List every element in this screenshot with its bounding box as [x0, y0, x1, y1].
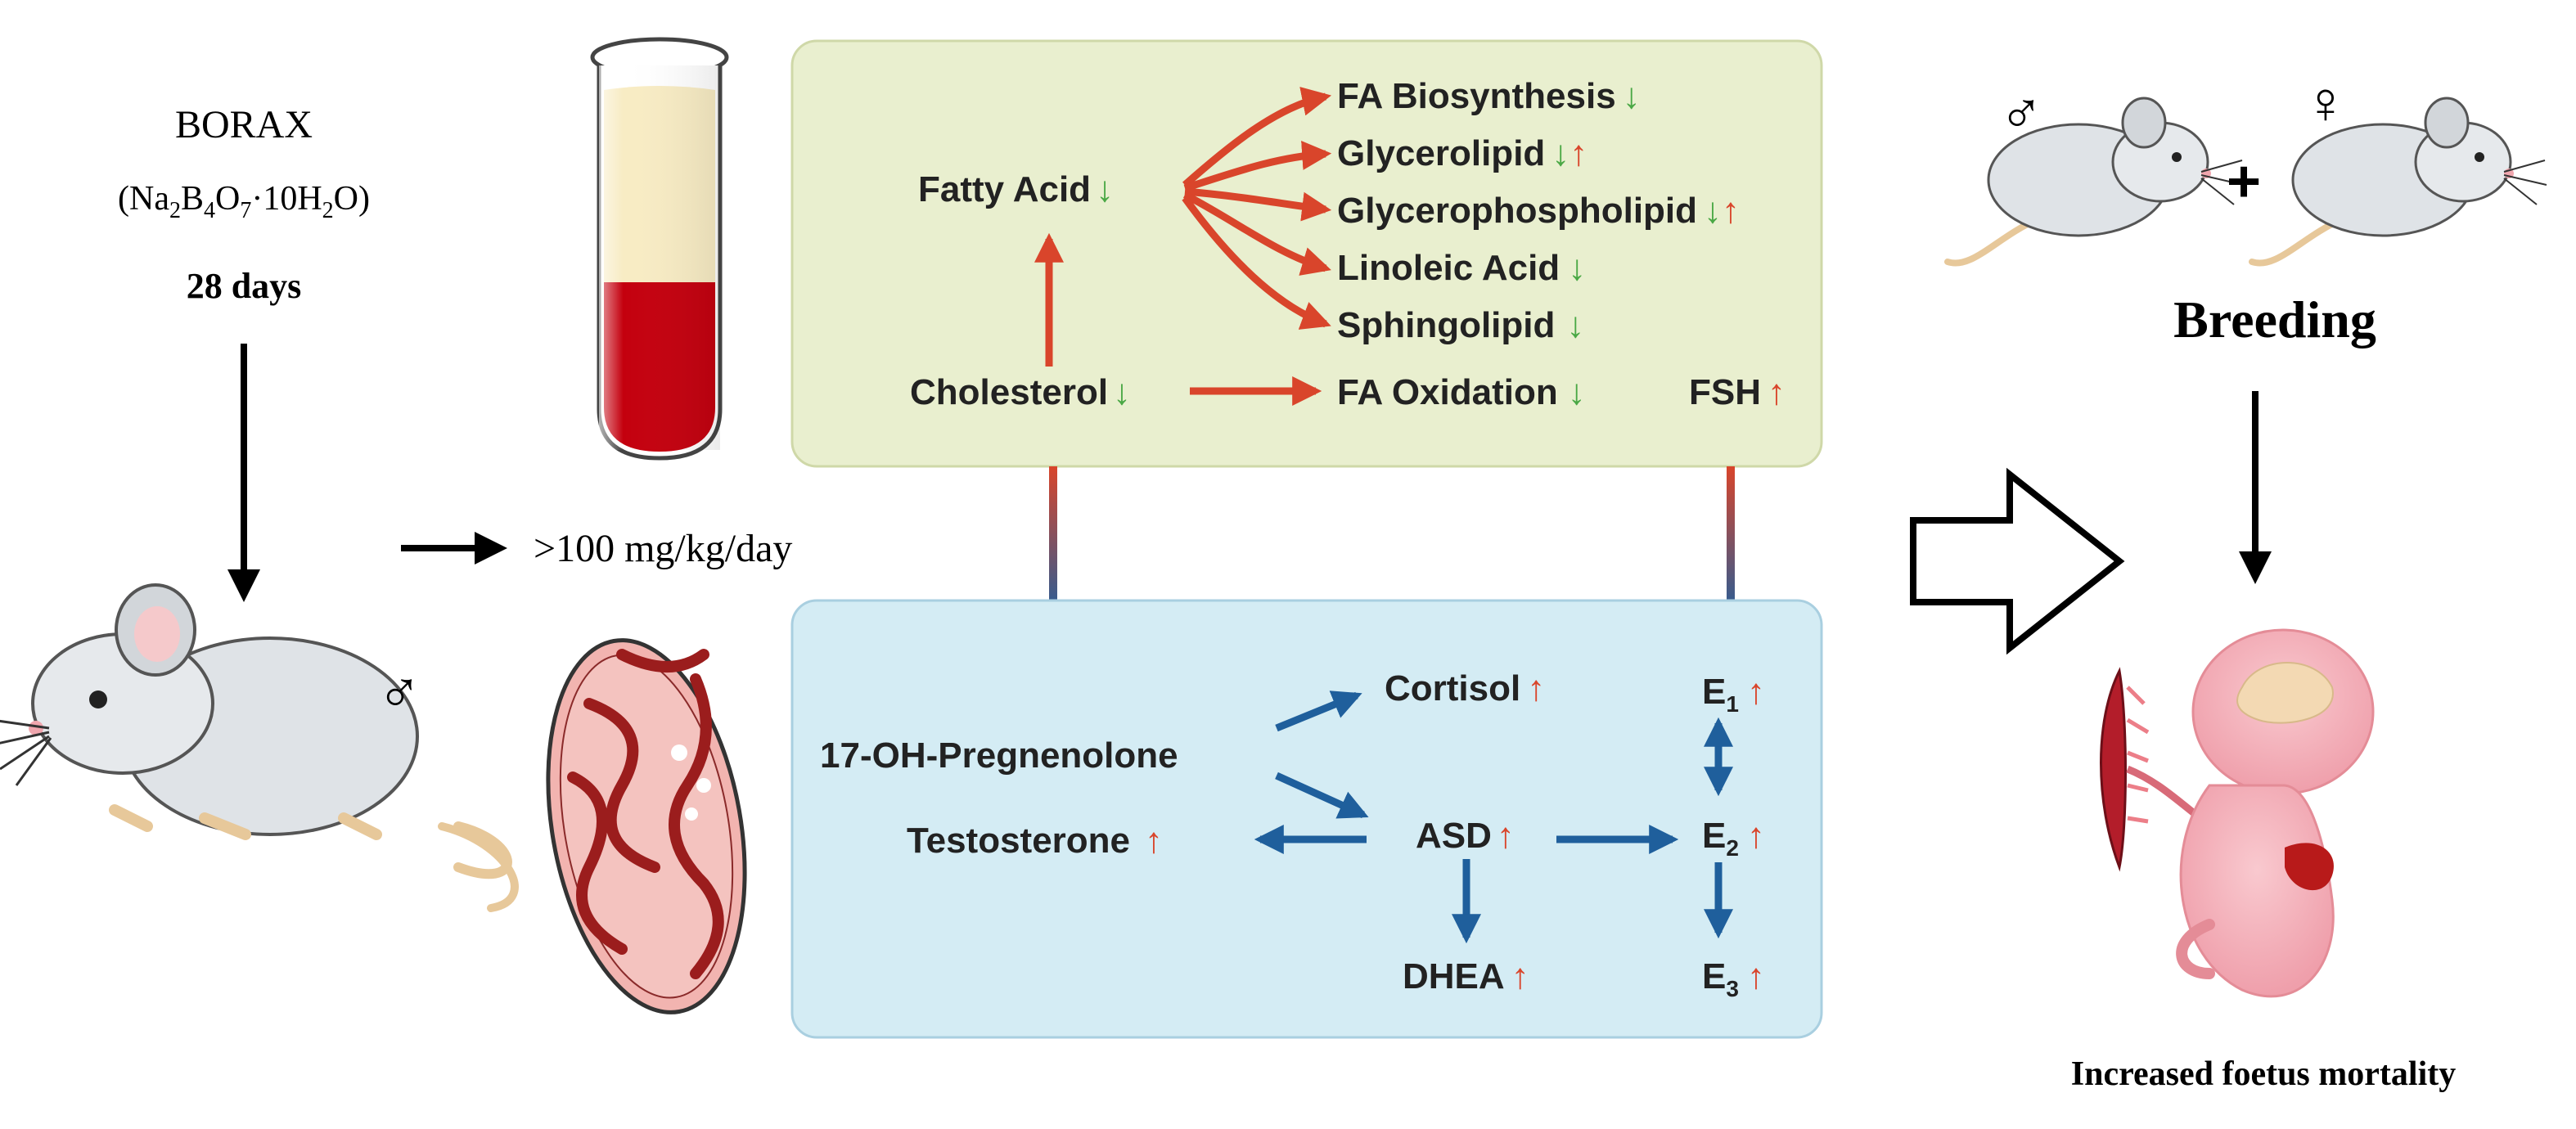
steroid-arrows: [1254, 690, 1733, 944]
node-e2: E2↑: [1702, 816, 1765, 861]
node-e3: E3↑: [1702, 956, 1765, 1001]
node-e1: E1↑: [1702, 672, 1765, 717]
node-fa-oxidation: FA Oxidation↓: [1337, 372, 1586, 412]
hollow-arrow-icon: [1910, 467, 2125, 655]
fan-arrows: [1182, 87, 1332, 330]
treatment-duration: 28 days: [187, 266, 302, 306]
node-17-oh-pregnenolone: 17-OH-Pregnenolone: [820, 735, 1178, 776]
testis-tissue-icon: [546, 638, 747, 1014]
node-linoleic-acid: Linoleic Acid↓: [1337, 248, 1586, 288]
borax-title: BORAX: [175, 103, 313, 146]
steroid-hormone-box: [790, 599, 1823, 1039]
plus-sign: +: [2227, 149, 2261, 214]
node-testosterone: Testosterone↑: [907, 821, 1163, 861]
node-fatty-acid: Fatty Acid↓: [918, 169, 1114, 209]
male-symbol-left: ♂: [377, 658, 421, 723]
fetus-icon: [2100, 628, 2375, 998]
node-glycerolipid: Glycerolipid↓↑: [1337, 133, 1587, 173]
node-fa-biosynthesis: FA Biosynthesis↓: [1337, 76, 1641, 116]
male-symbol-right: ♂: [1999, 79, 2043, 144]
node-dhea: DHEA↑: [1403, 956, 1529, 996]
node-cortisol: Cortisol↑: [1385, 668, 1545, 708]
node-cholesterol: Cholesterol↓: [910, 372, 1131, 412]
borax-formula: (Na2B4O7·10H2O): [118, 180, 370, 223]
node-sphingolipid: Sphingolipid↓: [1337, 305, 1584, 345]
outcome-label: Increased foetus mortality: [2071, 1055, 2456, 1093]
node-glycerophospholipid: Glycerophospholipid↓↑: [1337, 191, 1740, 231]
female-symbol: ♀: [2304, 70, 2348, 136]
breeding-mice-icon: [1944, 97, 2547, 267]
borax-label-group: BORAX (Na2B4O7·10H2O) 28 days: [118, 103, 370, 306]
connector-fsh-to-e1: [1727, 466, 1735, 622]
connector-lipid-to-steroid: [1049, 466, 1057, 622]
node-fsh: FSH↑: [1689, 372, 1786, 412]
node-asd: ASD↑: [1416, 816, 1515, 856]
dose-label: >100 mg/kg/day: [534, 527, 792, 570]
breeding-label: Breeding: [2173, 290, 2376, 349]
male-mouse-icon: [0, 583, 519, 912]
blood-tube-icon: [590, 37, 729, 461]
